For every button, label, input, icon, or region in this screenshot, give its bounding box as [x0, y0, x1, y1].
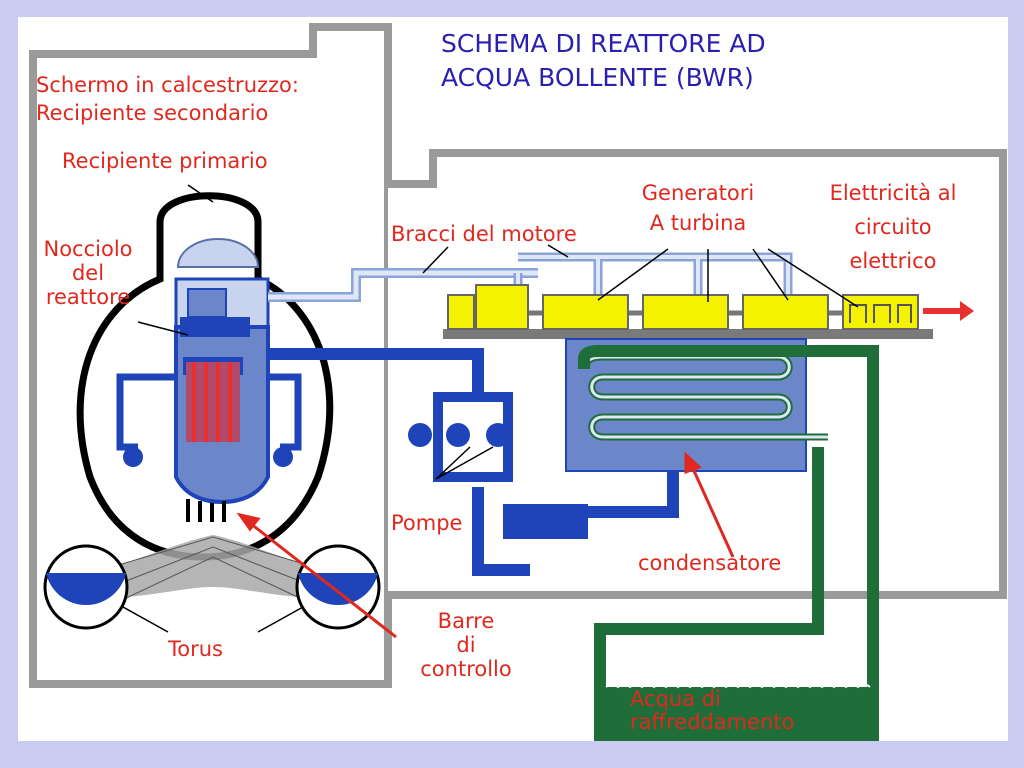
- label-condenser: condensatore: [638, 551, 782, 575]
- turbine-platform: [443, 329, 933, 339]
- label-torus: Torus: [168, 637, 223, 661]
- label-electricity-2: circuito: [854, 215, 932, 239]
- title-line-2: ACQUA BOLLENTE (BWR): [441, 63, 754, 92]
- label-core-1: Nocciolo: [43, 237, 133, 261]
- bwr-diagram: [29, 23, 1007, 741]
- reactor-core-rods: [186, 362, 240, 442]
- label-electricity-1: Elettricità al: [829, 181, 957, 205]
- label-cooling-water: Acqua di raffreddamento: [630, 688, 794, 734]
- label-core-2: del: [71, 261, 105, 285]
- electric-generator: [842, 294, 919, 330]
- label-control-rods-1: Barre: [437, 609, 495, 633]
- steam-line-core: [268, 270, 538, 300]
- label-concrete-shield-1: Schermo in calcestruzzo:: [36, 73, 299, 97]
- title-line-1: SCHEMA DI REATTORE AD: [441, 29, 766, 58]
- turbine-units: [447, 284, 829, 330]
- label-generators-2: A turbina: [649, 211, 747, 235]
- label-concrete-shield-2: Recipiente secondario: [36, 101, 269, 125]
- leader-lines: [122, 184, 859, 633]
- label-electricity: Elettricità al circuito elettrico: [803, 181, 983, 273]
- label-control-rods-2: di: [456, 633, 476, 657]
- torus-support-net: [73, 535, 349, 603]
- label-electricity-3: elettrico: [849, 249, 937, 273]
- label-control-rods-3: controllo: [420, 657, 512, 681]
- torus-left: [43, 544, 129, 630]
- label-pumps: Pompe: [391, 511, 463, 535]
- cooling-water-surface: [605, 683, 871, 689]
- label-generators: Generatori A turbina: [633, 181, 763, 235]
- electricity-output-arrow: [923, 301, 974, 321]
- label-control-rods: Barre di controllo: [406, 609, 526, 681]
- recirculation-loops: [116, 373, 302, 451]
- label-core-3: reattore: [45, 285, 131, 309]
- label-core: Nocciolo del reattore: [28, 237, 148, 309]
- control-rod-drives: [186, 499, 226, 522]
- pointer-arrows: [236, 451, 735, 639]
- label-primary-vessel: Recipiente primario: [62, 149, 268, 173]
- label-cooling-water-2: raffreddamento: [630, 710, 795, 734]
- feedwater-pumps: [408, 392, 513, 482]
- slide: SCHEMA DI REATTORE AD ACQUA BOLLENTE (BW…: [18, 17, 1008, 741]
- feedwater-line: [268, 348, 679, 576]
- recirculation-pumps: [123, 447, 293, 467]
- label-cooling-water-1: Acqua di: [630, 687, 721, 711]
- label-generators-1: Generatori: [641, 181, 755, 205]
- condenser: [565, 338, 828, 472]
- cooling-water-pool: [600, 687, 873, 737]
- feed-pump-box: [503, 504, 588, 539]
- label-motor-arms: Bracci del motore: [391, 222, 577, 246]
